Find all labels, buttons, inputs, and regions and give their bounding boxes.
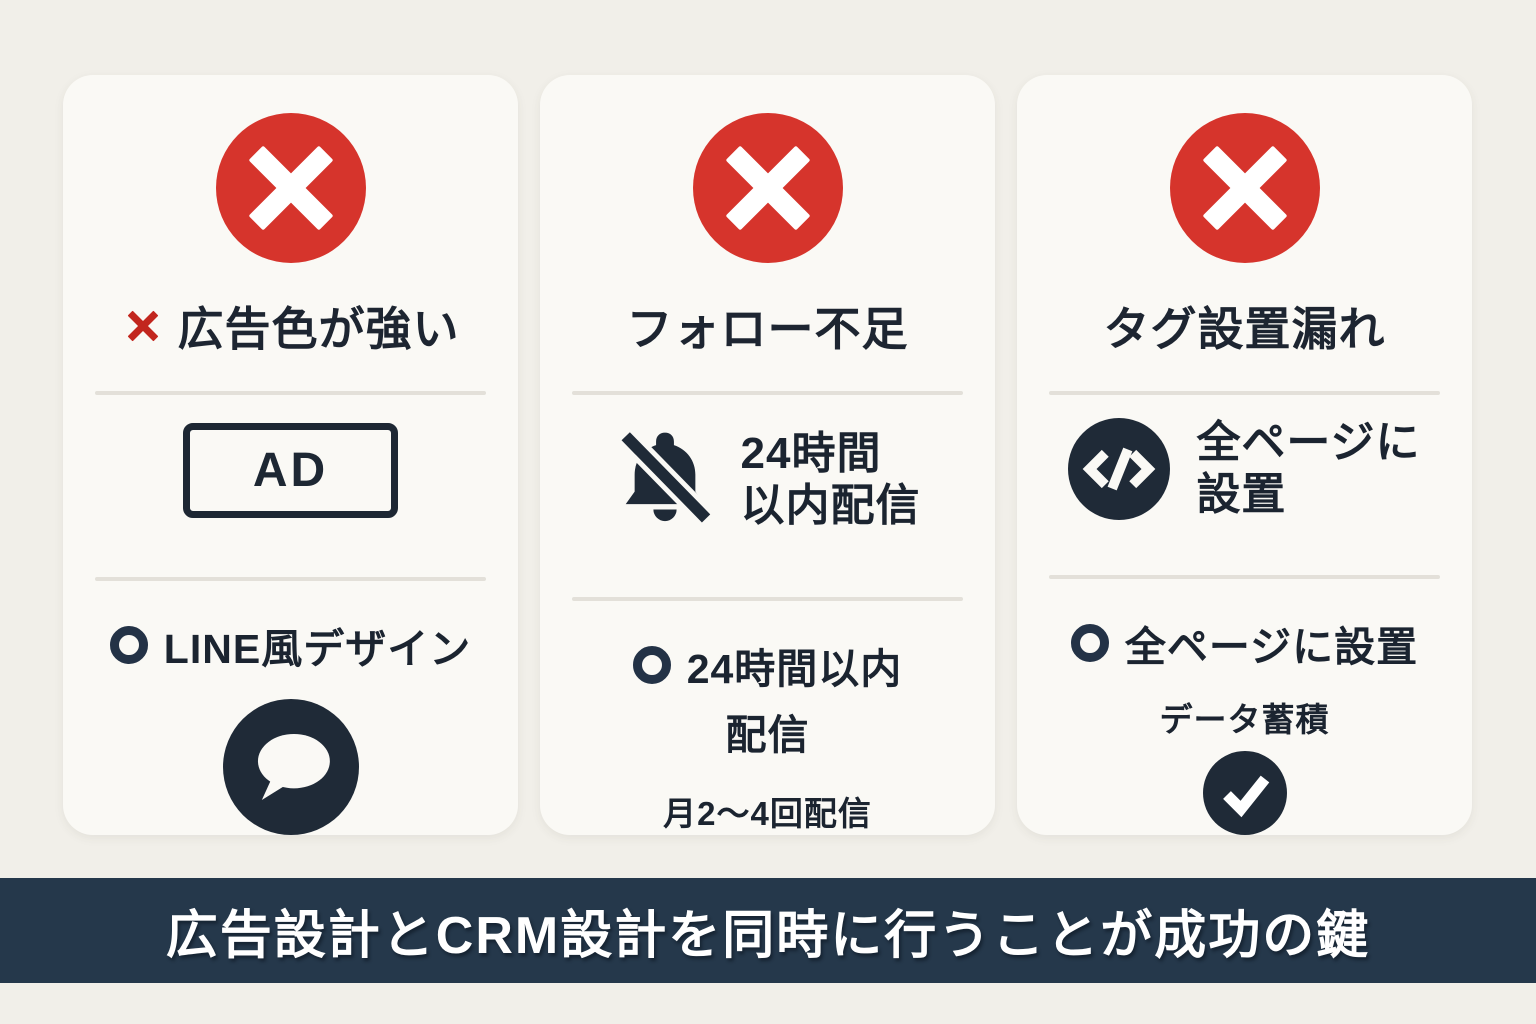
circle-mark-icon	[109, 626, 148, 664]
banner-text: 広告設計とCRM設計を同時に行うことが成功の鍵	[165, 907, 1371, 965]
bad-example-text: 24時間 以内配信	[741, 428, 921, 532]
card-tag-setup: タグ設置漏れ 全ページに 設置	[1017, 75, 1472, 835]
x-circle-icon	[692, 113, 843, 263]
good-label: 全ページに設置	[1124, 624, 1419, 670]
bad-example-section: 24時間 以内配信	[540, 395, 995, 565]
good-sub-text: データ蓄積	[1159, 701, 1330, 738]
good-row: 24時間以内	[632, 635, 903, 695]
good-label: LINE風デザイン	[163, 626, 472, 672]
ad-box-label: AD	[252, 443, 329, 497]
good-row: LINE風デザイン	[109, 615, 472, 675]
card-title: 広告色が強い	[122, 293, 460, 359]
bad-example-section: AD	[63, 395, 518, 545]
cards-row: 広告色が強い AD LINE風デザイン	[63, 75, 1472, 835]
good-sub-text: 月2〜4回配信	[663, 795, 872, 832]
good-row: 全ページに設置	[1070, 613, 1419, 673]
good-example-section: 全ページに設置 データ蓄積	[1017, 579, 1472, 835]
code-icon	[1068, 418, 1171, 520]
x-circle-icon	[215, 113, 366, 263]
card-title: フォロー不足	[627, 293, 909, 359]
card-title-text: タグ設置漏れ	[1103, 303, 1386, 355]
chat-bubble-icon	[222, 699, 359, 835]
good-example-section: 24時間以内 配信 月2〜4回配信	[540, 601, 995, 835]
check-circle-icon	[1202, 751, 1287, 835]
circle-mark-icon	[632, 646, 671, 684]
x-mark-icon	[122, 305, 164, 347]
ad-box: AD	[183, 422, 398, 518]
divider	[1048, 391, 1441, 395]
bell-slash-icon	[615, 425, 715, 535]
good-line-1: 24時間以内	[686, 646, 903, 692]
circle-mark-icon	[1070, 624, 1109, 662]
card-title-text: フォロー不足	[626, 303, 909, 355]
x-circle-icon	[1169, 113, 1320, 263]
divider	[94, 577, 487, 581]
divider	[571, 391, 964, 395]
bad-example-section: 全ページに 設置	[1017, 395, 1472, 543]
bad-line-1: 全ページに	[1196, 418, 1421, 468]
good-line-2: 配信	[725, 712, 810, 758]
card-title-text: 広告色が強い	[177, 303, 460, 355]
bottom-banner: 広告設計とCRM設計を同時に行うことが成功の鍵	[0, 878, 1536, 983]
bad-line-2: 以内配信	[740, 481, 921, 530]
divider	[94, 391, 487, 395]
card-title: タグ設置漏れ	[1104, 293, 1386, 359]
divider	[571, 597, 964, 601]
bad-line-1: 24時間	[740, 429, 882, 479]
bad-example-text: 全ページに 設置	[1196, 417, 1420, 521]
bad-line-2: 設置	[1196, 470, 1287, 519]
good-example-section: LINE風デザイン	[63, 581, 518, 835]
divider	[1048, 575, 1441, 579]
card-ad-color: 広告色が強い AD LINE風デザイン	[63, 75, 518, 835]
card-follow-up: フォロー不足 24時間 以内配信	[540, 75, 995, 835]
